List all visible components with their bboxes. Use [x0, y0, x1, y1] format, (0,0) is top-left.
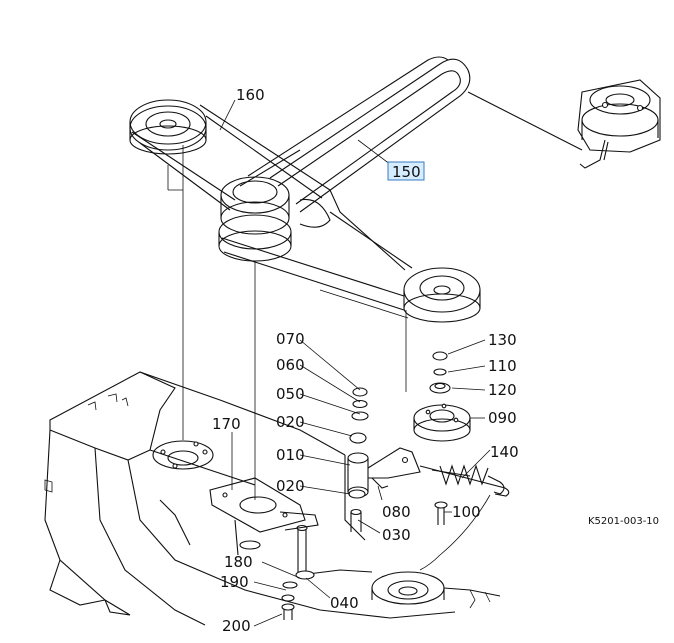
label-160: 160: [236, 86, 265, 104]
label-030: 030: [382, 526, 411, 544]
label-060: 060: [276, 356, 305, 374]
label-140: 140: [490, 443, 519, 461]
label-020-upper: 020: [276, 413, 305, 431]
label-150: 150: [392, 163, 421, 181]
label-100: 100: [452, 503, 481, 521]
label-120: 120: [488, 381, 517, 399]
label-130: 130: [488, 331, 517, 349]
label-190: 190: [220, 573, 249, 591]
label-010: 010: [276, 446, 305, 464]
label-110: 110: [488, 357, 517, 375]
mower-deck-housing: [44, 371, 501, 626]
label-020-lower: 020: [276, 477, 305, 495]
belt-pulley-assembly: [129, 56, 481, 500]
label-080: 080: [382, 503, 411, 521]
electric-clutch: [467, 79, 661, 169]
label-070: 070: [276, 330, 305, 348]
bolt-stack-left: [281, 524, 315, 620]
label-040: 040: [330, 594, 359, 612]
label-090: 090: [488, 409, 517, 427]
label-050: 050: [276, 385, 305, 403]
reference-code: K5201-003-10: [588, 516, 659, 527]
label-150-highlight[interactable]: 150: [387, 161, 425, 181]
tension-spring: [419, 464, 505, 571]
idler-spindle-stack: [347, 387, 510, 532]
part-labels: 160 150 170 070 060 050 020 010 020 030 …: [212, 86, 659, 635]
idler-pulley-stack: [413, 351, 471, 525]
label-180: 180: [224, 553, 253, 571]
tension-plate: [209, 477, 319, 556]
label-170: 170: [212, 415, 241, 433]
label-200: 200: [222, 617, 251, 635]
leader-lines: [219, 99, 491, 627]
